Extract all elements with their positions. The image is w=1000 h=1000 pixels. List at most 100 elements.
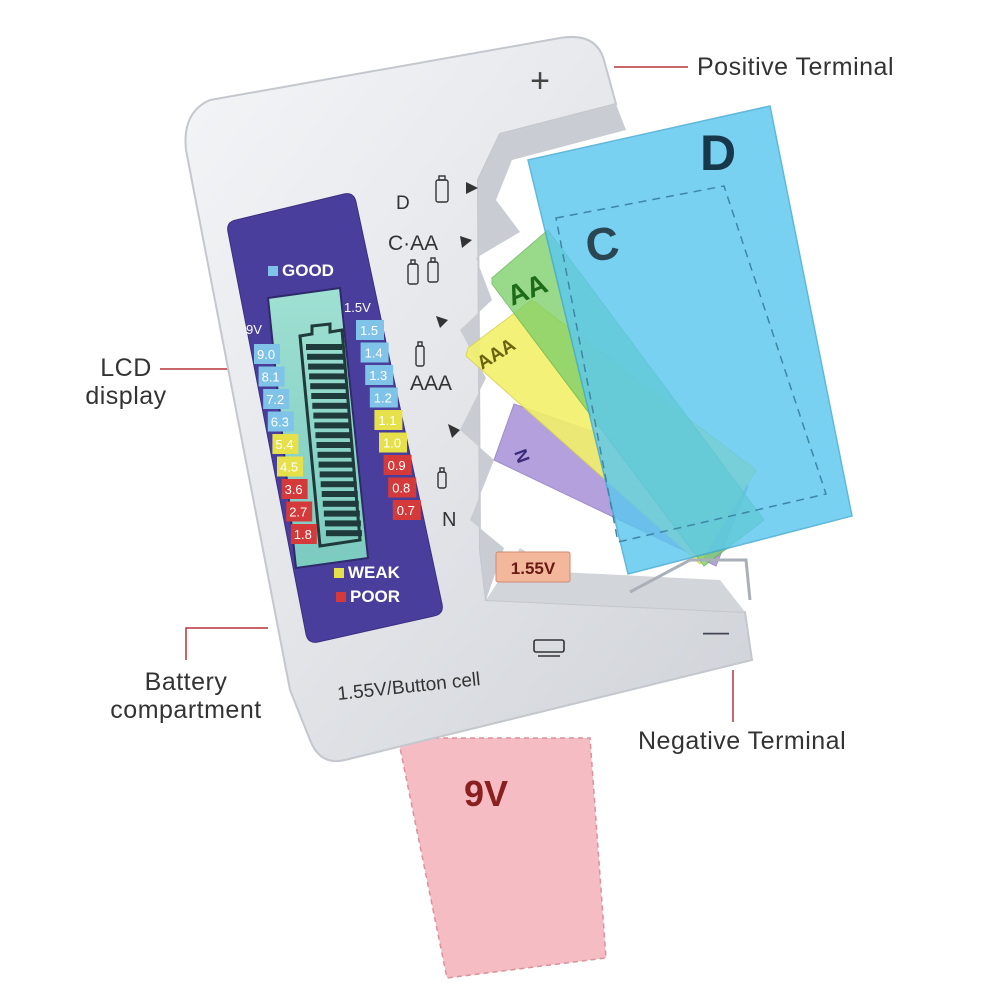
- right-scale-cell: [392, 500, 421, 520]
- lcd-segment: [312, 402, 349, 409]
- card-d: D C: [527, 105, 853, 575]
- status-poor-label: POOR: [350, 587, 400, 606]
- right-scale-cell: [365, 365, 394, 385]
- lcd-segment: [308, 363, 345, 370]
- slot-label-n: N: [442, 509, 456, 531]
- right-scale-cell: [374, 410, 403, 430]
- lcd-segment: [318, 461, 355, 468]
- slot-label-d: D: [396, 193, 410, 214]
- slot-label-aaa: AAA: [410, 372, 452, 395]
- card-n-label: N: [510, 447, 533, 466]
- left-scale-value: 2.7: [289, 505, 307, 520]
- lcd-segment: [323, 510, 360, 517]
- status-weak-label: WEAK: [348, 563, 401, 582]
- right-scale-value: 1.2: [374, 391, 392, 406]
- left-scale-cell: [286, 501, 313, 522]
- lcd-segment: [315, 432, 352, 439]
- lcd-battery-outline: [298, 322, 362, 548]
- lcd-segment: [316, 442, 353, 448]
- battery-compartment-callout: Battery compartment: [88, 668, 284, 724]
- lcd-display-callout: LCD display: [78, 354, 174, 410]
- lcd-display-callout-line1: LCD: [100, 354, 152, 382]
- indicator-panel: GOOD 9V 1.5V 9.08.17.26.35.44.53.62.71.8…: [227, 193, 443, 643]
- right-scale-value: 1.5: [360, 323, 378, 338]
- left-scale-cell: [290, 524, 317, 544]
- slot-labels: D C·AA AAA N: [388, 175, 478, 531]
- right-scale-value: 1.0: [383, 436, 401, 451]
- lcd-segment: [307, 353, 344, 360]
- arrow-n-icon: [448, 424, 460, 438]
- lcd-segment: [306, 344, 342, 350]
- right-scale-value: 0.9: [388, 458, 406, 473]
- right-scale-value: 1.3: [369, 368, 387, 383]
- card-c-label: C: [582, 216, 622, 272]
- negative-terminal-pins: [629, 558, 752, 601]
- lcd-segment: [313, 412, 350, 419]
- lcd-segment: [325, 530, 362, 537]
- arrow-c-aa-icon: [460, 236, 472, 248]
- left-scale-value: 7.2: [266, 392, 284, 407]
- left-scale-cell: [272, 434, 299, 454]
- right-scale-cell: [379, 432, 407, 453]
- battery-n-icon: [437, 467, 447, 489]
- lcd-segment: [314, 422, 351, 429]
- right-scale-value: 0.7: [397, 503, 415, 518]
- arrow-d-icon: [466, 182, 478, 194]
- lcd-segment: [320, 481, 357, 488]
- plus-symbol: +: [530, 62, 550, 100]
- battery-c-aa-icon: [407, 257, 439, 285]
- column-header-1-5v: 1.5V: [344, 300, 371, 315]
- lcd-segment: [317, 451, 354, 458]
- right-scale-cell: [356, 320, 384, 340]
- right-voltage-scale: 1.5 1.4 1.3 1.2 1.1 1.0 0.9 0.8 0.7: [356, 320, 421, 520]
- status-good-label: GOOD: [282, 261, 334, 280]
- right-scale-value: 1.1: [378, 413, 396, 428]
- lcd-segment: [321, 491, 358, 497]
- left-scale-cell: [281, 479, 308, 499]
- left-scale-value: 5.4: [275, 437, 293, 452]
- card-9v-label: 9V: [464, 773, 508, 814]
- button-cell-badge-label: 1.55V: [511, 559, 556, 578]
- battery-aaa-icon: [415, 341, 425, 367]
- right-scale-value: 1.4: [365, 346, 383, 361]
- minus-symbol: —: [703, 616, 729, 646]
- lcd-segment: [310, 383, 347, 390]
- battery-compartment-leader: [185, 627, 268, 660]
- left-scale-cell: [277, 456, 303, 477]
- lcd-segment: [322, 500, 359, 507]
- left-scale-value: 3.6: [285, 482, 303, 497]
- left-scale-value: 1.8: [294, 527, 312, 542]
- battery-d-icon: [435, 175, 449, 203]
- left-scale-cell: [263, 389, 290, 409]
- left-scale-value: 4.5: [280, 460, 298, 475]
- right-scale-cell: [383, 455, 412, 475]
- positive-terminal-callout: Positive Terminal: [697, 53, 895, 81]
- right-scale-value: 0.8: [392, 481, 410, 496]
- right-scale-cell: [369, 387, 398, 408]
- left-scale-value: 8.1: [262, 370, 280, 385]
- left-scale-value: 9.0: [257, 347, 275, 362]
- slot-label-c-aa: C·AA: [388, 232, 438, 255]
- lcd-segment: [319, 471, 356, 478]
- right-scale-cell: [388, 477, 417, 498]
- left-voltage-scale: 9.0 8.1 7.2 6.3 5.4 4.5 3.6 2.7 1.8: [254, 344, 317, 544]
- left-scale-cell: [267, 411, 294, 432]
- button-cell-icon: [533, 639, 565, 657]
- right-scale-cell: [360, 342, 389, 363]
- battery-compartment-callout-line1: Battery: [144, 668, 228, 696]
- button-cell-badge: 1.55V: [495, 551, 571, 583]
- arrow-aaa-icon: [436, 316, 448, 328]
- lcd-display-callout-line2: display: [85, 382, 167, 410]
- lcd-segment: [324, 520, 361, 527]
- battery-cards: N AAA AA D C: [465, 105, 853, 601]
- negative-terminal-callout: Negative Terminal: [638, 727, 847, 755]
- battery-compartment-callout-line2: compartment: [110, 696, 262, 724]
- lcd-battery-segments: [298, 322, 362, 548]
- lcd-segment: [311, 393, 348, 399]
- lcd-segment: [309, 373, 346, 380]
- left-scale-cell: [258, 366, 285, 387]
- card-d-label: D: [700, 125, 736, 181]
- left-scale-value: 6.3: [271, 415, 289, 430]
